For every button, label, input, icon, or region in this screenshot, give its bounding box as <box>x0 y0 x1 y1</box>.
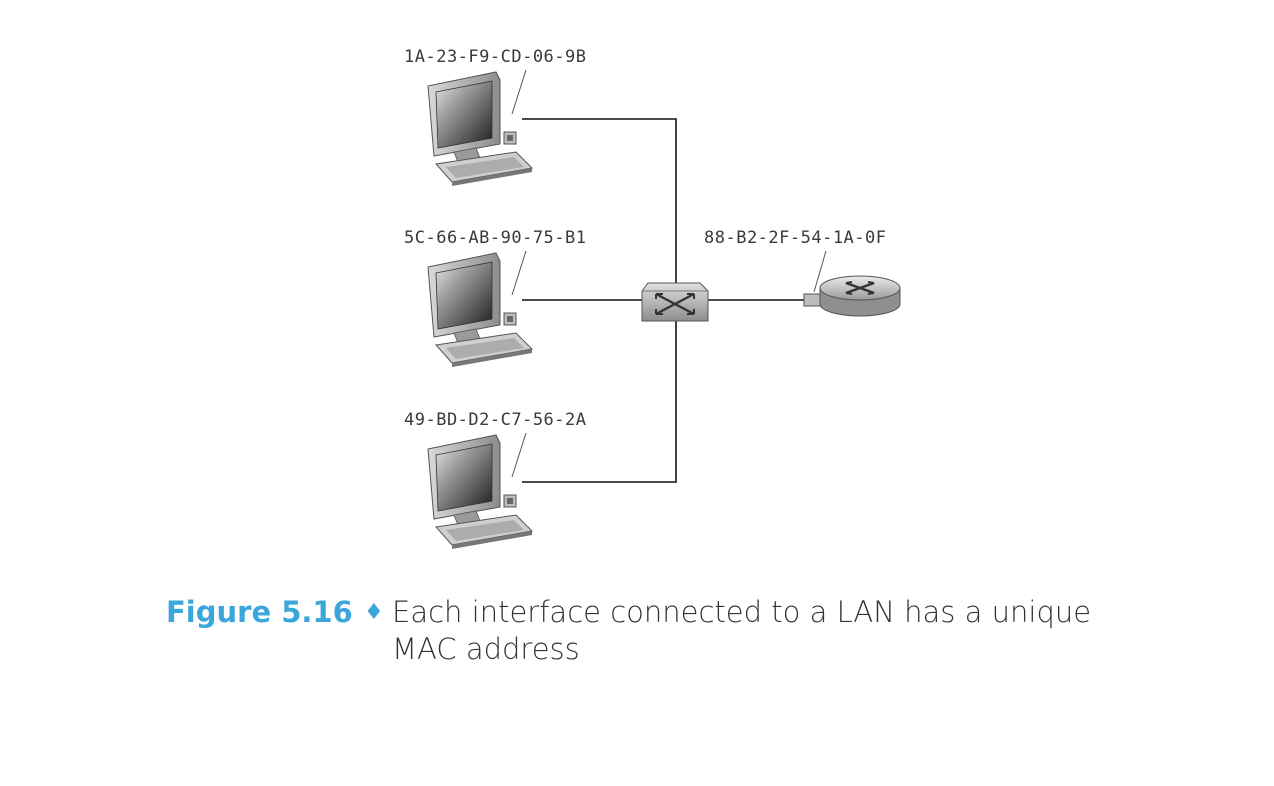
host-1-mac-label: 1A-23-F9-CD-06-9B <box>404 47 587 67</box>
router-label-leader <box>813 250 827 293</box>
host-2-mac-label: 5C-66-AB-90-75-B1 <box>404 228 587 248</box>
host-2-label-leader <box>511 250 527 296</box>
host-3-mac-label: 49-BD-D2-C7-56-2A <box>404 410 587 430</box>
cable-host-3 <box>522 318 677 483</box>
host-2-computer-icon <box>427 252 533 368</box>
figure-caption-text: Each interface connected to a LAN has a … <box>392 595 1092 666</box>
host-3-computer-icon <box>427 434 533 550</box>
cable-host-1 <box>522 118 677 284</box>
switch-icon <box>641 282 709 322</box>
host-1-label-leader <box>511 69 527 115</box>
host-3-label-leader <box>511 432 527 478</box>
figure-label: Figure 5.16 <box>166 595 353 629</box>
diamond-separator-icon: ♦ <box>364 600 384 625</box>
host-1-computer-icon <box>427 71 533 187</box>
router-mac-label: 88-B2-2F-54-1A-0F <box>704 228 887 248</box>
router-icon <box>803 275 901 317</box>
